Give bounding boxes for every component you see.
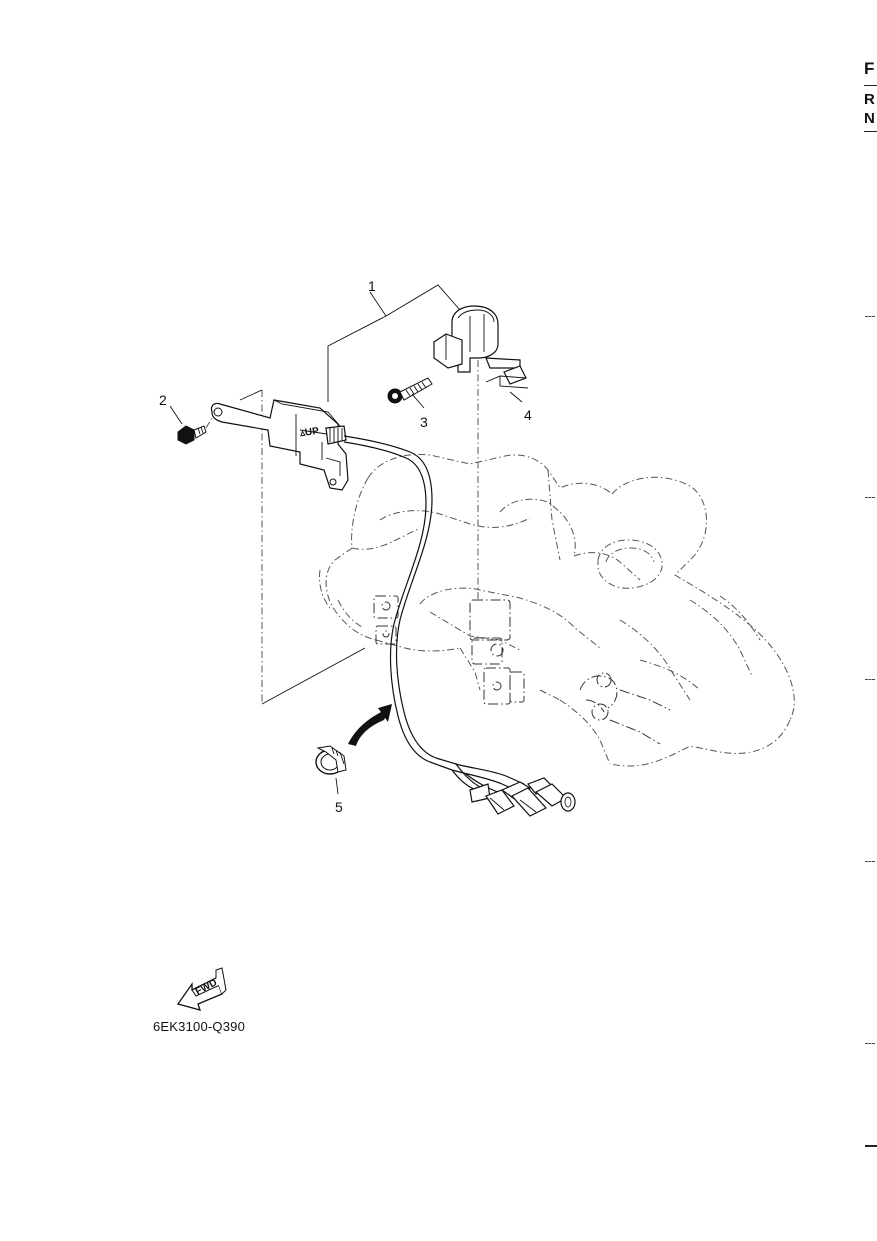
callout-2: 2 (159, 392, 167, 408)
figure-code: 6EK3100-Q390 (153, 1019, 246, 1034)
clamp-part-5 (315, 745, 347, 795)
bolt-part-2 (169, 405, 213, 445)
pivot-bosses (373, 595, 671, 745)
alignment-lines (239, 360, 479, 705)
header-rule-1 (864, 85, 877, 86)
header-rule-2 (864, 131, 877, 132)
screw-part-3 (387, 377, 433, 409)
callout-1-leaders (327, 284, 461, 402)
edge-tick-1 (865, 316, 875, 317)
bracket-phantom-outline (319, 453, 795, 767)
wire-harness (343, 435, 525, 795)
callout-4: 4 (524, 407, 532, 423)
edge-tick-3 (865, 679, 875, 680)
trim-sensor-upper (433, 305, 529, 389)
header-letter-n: N (864, 110, 875, 127)
edge-tick-2 (865, 497, 875, 498)
header-letter-r: R (864, 91, 875, 108)
edge-tick-4 (865, 861, 875, 862)
fwd-direction-arrow (176, 967, 227, 1011)
wire-connectors (469, 777, 576, 817)
edge-tick-5 (865, 1043, 875, 1044)
callout-1: 1 (368, 278, 376, 294)
up-label-text: UP (304, 425, 320, 439)
callout-5: 5 (335, 799, 343, 815)
assembly-arrow (348, 704, 392, 746)
header-letter-f: F (864, 59, 875, 78)
trim-sensor-bracket (210, 399, 349, 491)
callout-3: 3 (420, 414, 428, 430)
callout-4-leader (509, 391, 523, 403)
edge-tick-6 (865, 1145, 877, 1147)
